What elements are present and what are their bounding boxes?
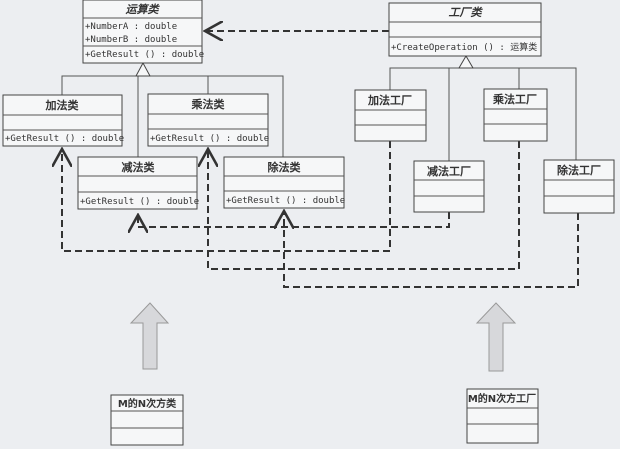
factory-product-dependencies (62, 141, 579, 288)
dependency-add (62, 141, 391, 252)
mul-class[interactable]: 乘法类 +GetResult () : double (147, 93, 269, 147)
class-title: 乘法类 (191, 97, 226, 111)
sub-class[interactable]: 减法类 +GetResult () : double (77, 156, 199, 210)
class-title: 减法工厂 (427, 164, 471, 178)
class-title: 乘法工厂 (492, 92, 537, 106)
power-class[interactable]: M的N次方类 (110, 394, 184, 446)
div-factory[interactable]: 除法工厂 (543, 159, 615, 214)
class-title: 减法类 (122, 160, 156, 174)
dependency-div (284, 211, 579, 288)
method: +GetResult () : double (150, 134, 269, 144)
mul-factory[interactable]: 乘法工厂 (483, 88, 548, 142)
add-factory[interactable]: 加法工厂 (354, 89, 427, 142)
sub-factory[interactable]: 减法工厂 (413, 160, 485, 213)
inheritance-triangle-icon (458, 55, 474, 69)
dependency-sub (138, 212, 450, 227)
extension-arrow-icon (129, 302, 170, 370)
class-title: 加法工厂 (367, 93, 412, 107)
extension-arrow-icon (475, 302, 517, 372)
inheritance-triangle-icon (135, 61, 151, 77)
attribute: +NumberA : double (85, 22, 177, 32)
class-title: 运算类 (126, 3, 161, 16)
class-title: 工厂类 (449, 6, 484, 19)
div-class[interactable]: 除法类 +GetResult () : double (223, 156, 345, 209)
class-title: 除法工厂 (557, 163, 601, 177)
method: +GetResult () : double (226, 196, 345, 206)
class-title: 加法类 (45, 98, 80, 112)
method: +GetResult () : double (5, 134, 124, 144)
method: +CreateOperation () : 运算类 (391, 41, 537, 53)
operation-class[interactable]: 运算类 +NumberA : double +NumberB : double … (82, 0, 204, 64)
add-class[interactable]: 加法类 +GetResult () : double (2, 94, 124, 147)
attribute: +NumberB : double (85, 35, 177, 45)
dependency-mul (208, 141, 520, 270)
method: +GetResult () : double (80, 197, 199, 207)
class-title: 除法类 (268, 160, 302, 174)
operation-inheritance-lines (61, 61, 284, 157)
factory-inheritance-lines (389, 55, 577, 161)
power-factory[interactable]: M的N次方工厂 (466, 388, 539, 444)
factory-class[interactable]: 工厂类 +CreateOperation () : 运算类 (388, 2, 542, 57)
class-title: M的N次方工厂 (468, 392, 536, 405)
method: +GetResult () : double (85, 50, 204, 60)
class-title: M的N次方类 (118, 397, 176, 410)
